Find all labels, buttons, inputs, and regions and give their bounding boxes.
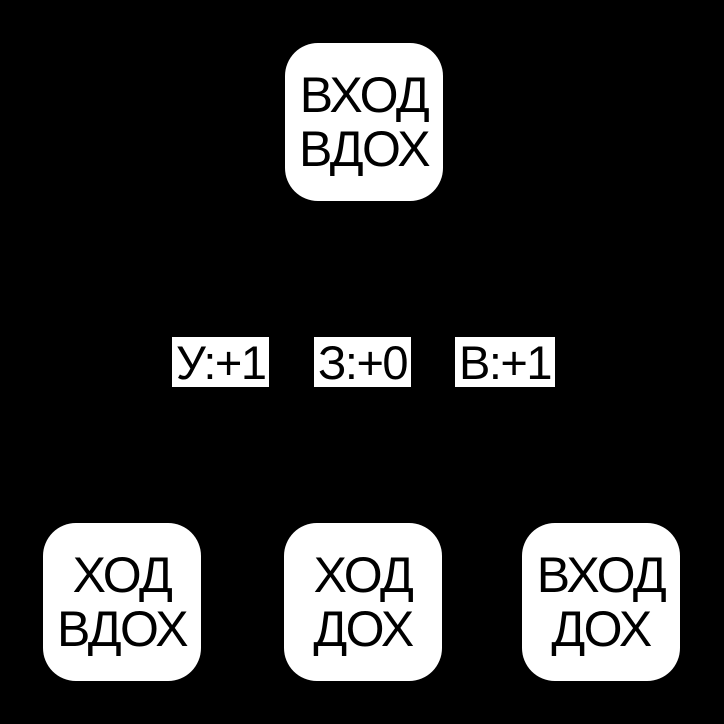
root-node[interactable]: ВХОД ВДОХ [285,43,443,201]
edge-label-left: У:+1 [172,336,270,389]
child-node-right-line2: ДОХ [551,601,652,657]
root-node-line2: ВДОХ [298,121,431,177]
child-node-left-line1: ХОД [72,547,173,603]
child-node-left-line2: ВДОХ [56,601,189,657]
child-node-right[interactable]: ВХОД ДОХ [522,523,680,681]
root-node-line1: ВХОД [299,67,430,123]
child-node-left[interactable]: ХОД ВДОХ [43,523,201,681]
edge-label-right: В:+1 [455,336,555,389]
child-node-middle-line2: ДОХ [313,601,414,657]
edge-label-middle: З:+0 [314,336,412,389]
child-node-right-line1: ВХОД [536,547,667,603]
child-node-middle[interactable]: ХОД ДОХ [284,523,442,681]
child-node-middle-line1: ХОД [313,547,414,603]
